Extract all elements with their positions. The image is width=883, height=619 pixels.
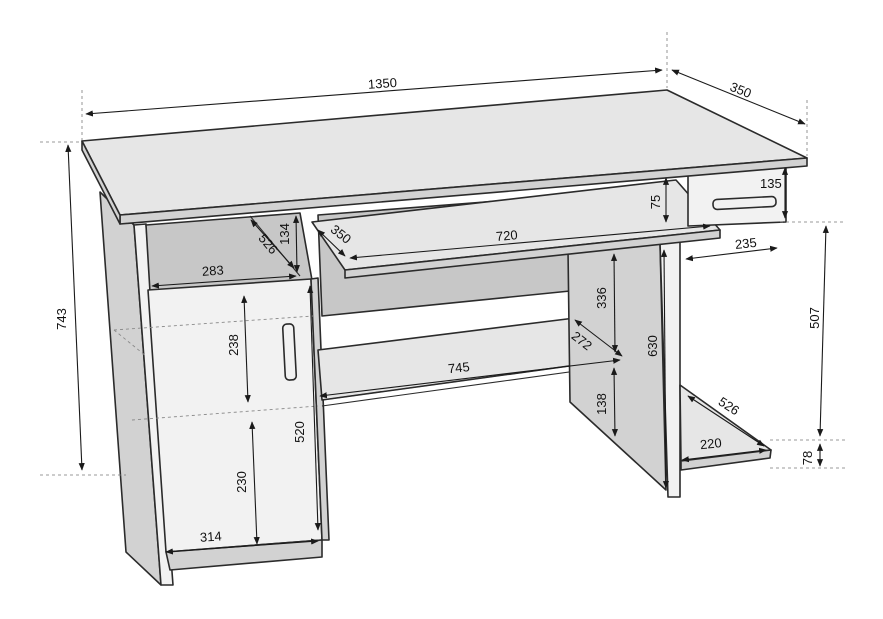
dim-line-745 xyxy=(319,357,621,399)
label-door-upper-height: 238 xyxy=(226,334,241,356)
label-door-height: 520 xyxy=(292,421,307,443)
dim-line-507 xyxy=(817,225,829,437)
dim-line-230 xyxy=(249,421,260,545)
drawer-handle xyxy=(712,195,777,211)
dim-line-138 xyxy=(611,367,618,437)
dim-line-743 xyxy=(65,144,85,471)
label-cabinet-niche-height: 134 xyxy=(277,223,292,245)
dim-line-283 xyxy=(151,273,297,289)
dim-line-350-tray xyxy=(317,229,346,257)
dim-line-720 xyxy=(349,223,711,261)
dim-line-526-footrest xyxy=(687,395,765,447)
label-door-lower-height: 230 xyxy=(234,471,249,493)
cabinet-door xyxy=(147,278,323,553)
desk-body xyxy=(81,89,808,586)
dim-line-526-niche xyxy=(250,219,295,269)
dim-line-235 xyxy=(685,245,778,262)
dim-line-134 xyxy=(293,215,300,273)
label-shelf-base-height: 138 xyxy=(594,393,609,415)
label-door-width: 314 xyxy=(199,528,222,544)
label-footrest-width: 220 xyxy=(699,435,722,452)
door-handle xyxy=(281,323,298,381)
dim-line-520 xyxy=(307,285,321,531)
hidden-shelf-line-2 xyxy=(131,405,319,421)
label-knee-opening-height: 336 xyxy=(594,287,609,309)
dim-line-220 xyxy=(681,447,767,463)
dim-line-630 xyxy=(660,249,670,489)
dim-line-272 xyxy=(574,319,623,357)
label-top-width: 1350 xyxy=(367,75,397,92)
dim-line-350-depth xyxy=(671,69,806,125)
dim-line-1350 xyxy=(85,67,663,117)
label-total-height: 743 xyxy=(54,308,69,330)
label-cabinet-shelf-width: 283 xyxy=(201,262,224,278)
dim-line-314 xyxy=(165,538,319,555)
label-shelf-width: 745 xyxy=(447,359,470,376)
label-top-depth: 350 xyxy=(728,79,754,101)
label-right-panel-height: 630 xyxy=(645,335,660,357)
label-drawer-height: 135 xyxy=(760,176,782,191)
extension-lines xyxy=(40,32,845,476)
label-tray-width: 720 xyxy=(495,227,518,244)
dimension-arrows xyxy=(65,67,829,555)
label-right-support-height: 507 xyxy=(807,307,822,329)
hidden-shelf-depth xyxy=(113,329,147,357)
label-tray-front-height: 75 xyxy=(648,195,663,209)
label-drawer-width: 235 xyxy=(734,235,757,252)
label-plinth-height: 78 xyxy=(800,451,815,465)
right-support-panel xyxy=(567,242,667,491)
dim-line-238 xyxy=(241,295,251,403)
